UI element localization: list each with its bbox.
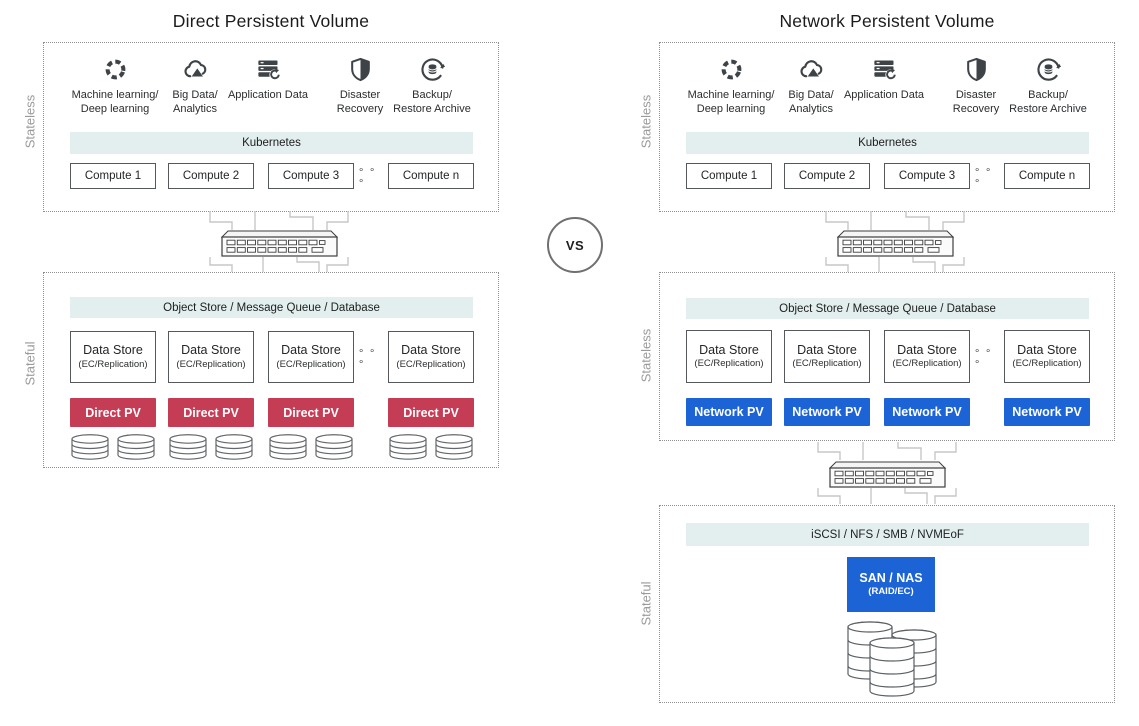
workload-label: Big Data/Analytics [788, 89, 834, 116]
compute-node: Compute 2 [168, 163, 254, 189]
disk-cylinders-icon [71, 434, 155, 460]
right-stateless-label: Stateless [638, 94, 654, 149]
ellipsis-dots: ∘ ∘ ∘ [358, 165, 377, 187]
protocol-bar: iSCSI / NFS / SMB / NVMEoF [686, 523, 1089, 546]
object-store-bar: Object Store / Message Queue / Database [70, 297, 473, 318]
workload-machine-learning: Machine learning/Deep learning [676, 56, 786, 117]
ellipsis-dots: ∘ ∘ ∘ [358, 346, 377, 368]
backup-restore-icon [420, 58, 445, 81]
network-switch-icon [220, 230, 339, 257]
data-store-node: Data Store(EC/Replication) [686, 330, 772, 383]
connector-lines [209, 211, 349, 230]
connector-lines [817, 488, 957, 504]
compute-node: Compute 3 [268, 163, 354, 189]
direct-pv-box: Direct PV [388, 398, 474, 427]
direct-pv-box: Direct PV [168, 398, 254, 427]
left-diagram-title: Direct Persistent Volume [172, 11, 370, 31]
direct-pv-box: Direct PV [268, 398, 354, 427]
compute-node: Compute n [1004, 163, 1090, 189]
compute-node: Compute 3 [884, 163, 970, 189]
ellipsis-dots: ∘ ∘ ∘ [974, 345, 993, 368]
connector-lines [817, 442, 957, 460]
connector-lines [825, 257, 965, 273]
workload-machine-learning: Machine learning/Deep learning [60, 56, 170, 117]
workload-label: Application Data [843, 89, 925, 101]
data-store-node: Data Store(EC/Replication) [268, 331, 354, 383]
workload-application-data: Application Data [829, 56, 939, 102]
big-data-icon [799, 60, 822, 78]
object-store-bar: Object Store / Message Queue / Database [686, 298, 1089, 319]
backup-restore-icon [1036, 58, 1061, 81]
machine-learning-icon [105, 59, 125, 80]
data-store-node: Data Store(EC/Replication) [388, 331, 474, 383]
network-switch-icon [836, 230, 955, 257]
left-stateless-label: Stateless [22, 94, 38, 149]
right-diagram-title: Network Persistent Volume [779, 11, 995, 31]
application-data-icon [257, 60, 281, 81]
application-data-icon [873, 60, 897, 81]
disaster-recovery-icon [350, 57, 370, 82]
disk-cylinders-icon [269, 434, 353, 460]
kubernetes-bar: Kubernetes [70, 132, 473, 154]
data-store-node: Data Store(EC/Replication) [168, 331, 254, 383]
workload-backup-restore: Backup/Restore Archive [377, 56, 487, 117]
workload-label: Big Data/Analytics [172, 89, 218, 116]
workload-application-data: Application Data [213, 56, 323, 102]
network-pv-box: Network PV [784, 398, 870, 426]
disk-cylinders-icon [169, 434, 253, 460]
disaster-recovery-icon [966, 57, 986, 82]
workload-backup-restore: Backup/Restore Archive [993, 56, 1103, 117]
right-stateful-label: Stateful [638, 581, 654, 626]
workload-label: Application Data [227, 89, 309, 101]
compute-node: Compute n [388, 163, 474, 189]
connector-lines [209, 257, 349, 273]
right-middle-stateless-label: Stateless [638, 328, 654, 383]
connector-lines [825, 211, 965, 230]
data-store-node: Data Store(EC/Replication) [70, 331, 156, 383]
data-store-node: Data Store(EC/Replication) [1004, 330, 1090, 383]
direct-pv-box: Direct PV [70, 398, 156, 427]
network-pv-box: Network PV [884, 398, 970, 426]
workload-label: Backup/Restore Archive [1009, 89, 1087, 116]
compute-node: Compute 2 [784, 163, 870, 189]
kubernetes-bar: Kubernetes [686, 132, 1089, 154]
data-store-node: Data Store(EC/Replication) [884, 330, 970, 383]
network-pv-box: Network PV [1004, 398, 1090, 426]
workload-label: Machine learning/Deep learning [71, 89, 159, 116]
san-nas-box: SAN / NAS(RAID/EC) [847, 557, 935, 612]
ellipsis-dots: ∘ ∘ ∘ [974, 165, 993, 187]
network-pv-box: Network PV [686, 398, 772, 426]
workload-label: Backup/Restore Archive [393, 89, 471, 116]
workload-big-data: Big Data/Analytics [756, 56, 866, 117]
compute-node: Compute 1 [686, 163, 772, 189]
data-store-node: Data Store(EC/Replication) [784, 330, 870, 383]
storage-cylinder-stack-icon [847, 621, 937, 697]
vs-badge: VS [547, 217, 603, 273]
network-switch-icon [828, 461, 947, 488]
big-data-icon [183, 60, 206, 78]
left-stateful-label: Stateful [22, 341, 38, 386]
compute-node: Compute 1 [70, 163, 156, 189]
disk-cylinders-icon [389, 434, 473, 460]
workload-label: Machine learning/Deep learning [687, 89, 775, 116]
machine-learning-icon [721, 59, 741, 80]
workload-big-data: Big Data/Analytics [140, 56, 250, 117]
